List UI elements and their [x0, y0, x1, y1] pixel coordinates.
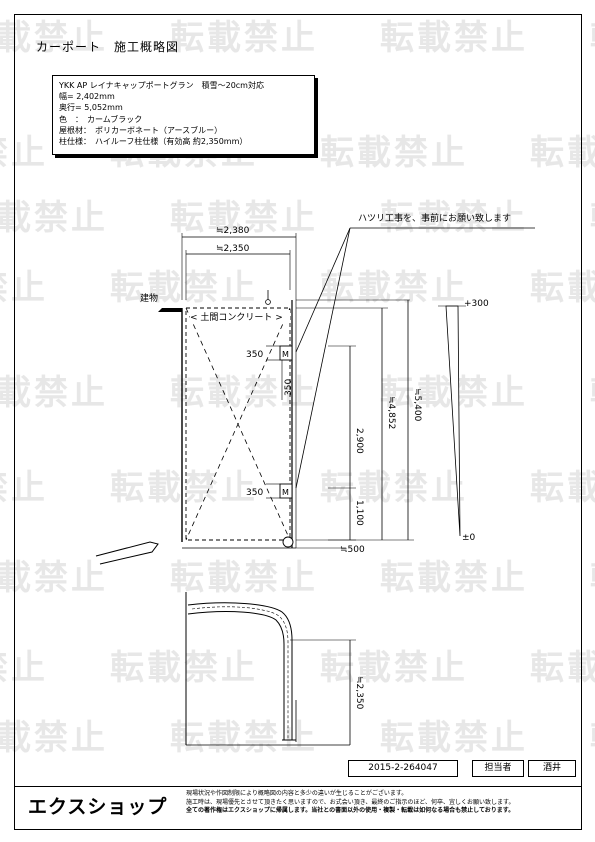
leader-line-2: [295, 227, 351, 489]
watermark-text: 転載禁止: [380, 198, 528, 238]
spec-color: 色 ： カームブラック: [59, 114, 143, 124]
watermark-text: 転載禁止: [380, 18, 528, 58]
watermark-text: 転載禁止: [380, 718, 528, 758]
page-title: カーポート 施工概略図: [36, 40, 180, 54]
spec-roof: 屋根材： ポリカーボネート（アースブルー）: [59, 125, 223, 135]
ground-edge: [95, 541, 159, 565]
label-5400: ≒5,400: [412, 388, 422, 422]
staff-name: 酒井: [528, 760, 576, 777]
spec-model: YKK AP レイナキャップポートグラン 積雪～20cm対応: [59, 81, 264, 90]
watermark-text: 転載禁止: [0, 558, 108, 598]
leader-line-1: [295, 227, 351, 353]
spec-width: 幅= 2,402mm: [59, 92, 115, 102]
label-w-2380: ≒2,380: [216, 226, 250, 236]
label-350-bottom: 350: [246, 488, 263, 498]
watermark-text: 転載禁止: [110, 648, 258, 688]
pillar-front-mark: M: [282, 350, 289, 359]
watermark-text: 転載禁止: [170, 198, 318, 238]
building-wall-marker: [158, 308, 182, 312]
watermark-text: 転載禁止: [0, 373, 108, 413]
watermark-text: 転載禁止: [0, 648, 48, 688]
watermark-text: 転載禁止: [380, 558, 528, 598]
watermark-text: 転載禁止: [320, 133, 468, 173]
watermark-text: 転載禁止: [530, 268, 595, 308]
elevation-roof-outer: [187, 602, 293, 740]
watermark-text: 転載禁止: [0, 718, 108, 758]
label-4852: ≒4,852: [386, 396, 396, 429]
watermark-text: 転載禁止: [0, 198, 108, 238]
notice-line-1: 現場状況や作図制限により概略図の内容と多少の違いが生じることがございます。: [186, 790, 408, 797]
pillar-rear-mark: M: [282, 488, 289, 497]
watermark-text: 転載禁止: [320, 268, 468, 308]
watermark-text: 転載禁止: [590, 550, 595, 599]
elevation-roof-inner: [187, 611, 285, 740]
watermark-text: 転載禁止: [530, 468, 595, 508]
watermark-text: 転載禁止: [0, 133, 48, 173]
pillar-front: [279, 345, 293, 361]
label-h-2350: ≒2,350: [354, 676, 364, 710]
watermark-text: 転載禁止: [170, 558, 318, 598]
label-level-0: ±0: [462, 533, 476, 543]
role-label: 担当者: [472, 760, 524, 777]
watermark-text: 転載禁止: [170, 373, 318, 413]
label-w-2350: ≒2,350: [216, 244, 250, 254]
watermark-text: 転載禁止: [320, 648, 468, 688]
label-500: ≒500: [340, 545, 365, 555]
watermark-text: 転載禁止: [170, 18, 318, 58]
watermark-text: 転載禁止: [590, 365, 595, 414]
roof-outline: [185, 307, 291, 541]
footer-band: [14, 786, 582, 831]
watermark-text: 転載禁止: [0, 18, 108, 58]
label-2900: 2,900: [354, 428, 364, 454]
concrete-label-bg: [190, 310, 290, 322]
note-hatsuri: ハツリ工事を、事前にお願い致します: [358, 212, 511, 224]
spec-depth: 奥行= 5,052mm: [59, 103, 123, 113]
spec-pillar: 柱仕様： ハイルーフ柱仕様（有効高 約2,350mm）: [59, 137, 248, 147]
watermark-text: 転載禁止: [590, 190, 595, 239]
notice-line-2: 施工時は、現場優先とさせて頂きたく思いますので、お式会い頂き、最終のご指示のほど…: [186, 798, 515, 806]
pillar-rear: [279, 483, 293, 499]
watermark-text: 転載禁止: [0, 468, 48, 508]
label-level-300: +300: [464, 299, 489, 309]
watermark-text: 転載禁止: [0, 268, 48, 308]
slope-wedge: [445, 305, 461, 537]
drawing-frame: [14, 14, 582, 830]
roof-diagonal-2: [185, 307, 291, 541]
gutter-drain: [282, 536, 294, 548]
watermark-text: 転載禁止: [530, 133, 595, 173]
notice-line-3: 全ての著作権はエクスショップに帰属します。当社との書面以外の使用・複製・転載は如…: [186, 807, 515, 815]
footer-notice: 現場状況や作図制限により概略図の内容と多少の違いが生じることがございます。 施工…: [186, 790, 566, 816]
label-350-top: 350: [246, 350, 263, 360]
label-building: 建物: [140, 292, 158, 304]
label-350-vertical: 350: [284, 379, 294, 396]
top-post-cap: [265, 299, 271, 305]
company-logo: エクスショップ: [28, 796, 168, 818]
watermark-text: 転載禁止: [590, 710, 595, 759]
elevation-roof-center: [191, 606, 289, 740]
watermark-text: 転載禁止: [590, 10, 595, 59]
label-1100: 1,100: [354, 500, 364, 526]
watermark-text: 転載禁止: [110, 268, 258, 308]
watermark-text: 転載禁止: [530, 648, 595, 688]
drawing-code: 2015-2-264047: [348, 760, 458, 777]
label-concrete: < 土間コンクリート >: [190, 311, 283, 323]
watermark-text: 転載禁止: [170, 718, 318, 758]
spec-box: YKK AP レイナキャップポートグラン 積雪～20cm対応 幅= 2,402m…: [52, 75, 315, 155]
